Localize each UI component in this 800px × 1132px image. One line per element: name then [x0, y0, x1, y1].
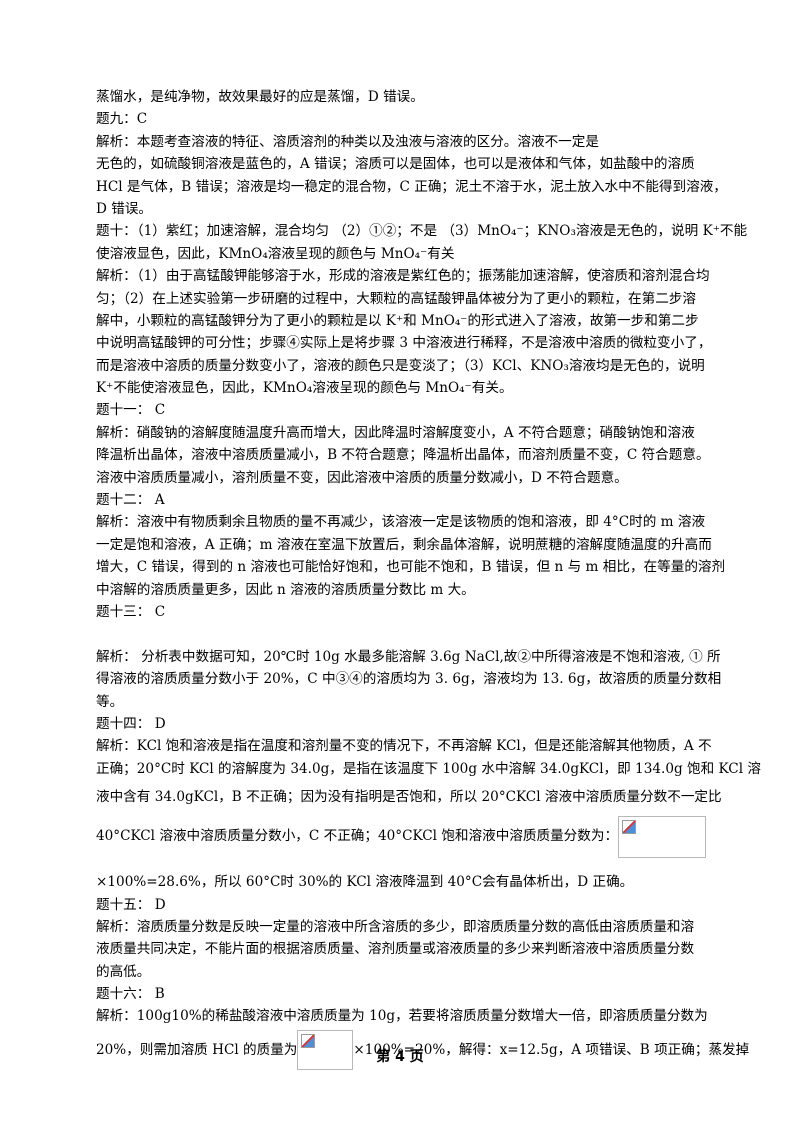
text-line: 而是溶液中溶质的质量分数变小了，溶液的颜色只是变淡了；（3）KCl、KNO₃溶液… — [96, 357, 705, 374]
text-line: D 错误。 — [96, 200, 153, 217]
answer-heading: 题十一： C — [96, 402, 166, 419]
text-line: 使溶液显色，因此，KMnO₄溶液呈现的颜色与 MnO₄⁻有关 — [96, 245, 455, 262]
text-line: 解析：硝酸钠的溶解度随温度升高而增大，因此降温时溶解度变小，A 不符合题意；硝酸… — [96, 424, 695, 441]
text-line: 解析：KCl 饱和溶液是指在温度和溶剂量不变的情况下，不再溶解 KCl，但是还能… — [96, 738, 712, 755]
text-line: 解析：溶液中有物质剩余且物质的量不再减少，该溶液一定是该物质的饱和溶液，即 4°… — [96, 514, 706, 531]
formula-image — [618, 815, 707, 858]
text-line: 解析：100g10%的稀盐酸溶液中溶质质量为 10g，若要将溶质质量分数增大一倍… — [96, 1008, 708, 1025]
text-line: 液中含有 34.0gKCl，B 不正确；因为没有指明是否饱和，所以 20°CKC… — [96, 789, 722, 806]
text-line: 增大，C 错误，得到的 n 溶液也可能恰好饱和，也可能不饱和，B 错误，但 n … — [96, 559, 726, 576]
answer-heading: 题十：（1）紫红；加速溶解，混合均匀 （2）①②；不是 （3）MnO₄⁻；KNO… — [96, 223, 748, 240]
text-line: 解析：溶质质量分数是反映一定量的溶液中所含溶质的多少，即溶质质量分数的高低由溶质… — [96, 918, 695, 935]
answer-heading: 题十六： B — [96, 986, 165, 1003]
page-number: 第 4 页 — [376, 1049, 424, 1065]
answer-heading: 题十四： D — [96, 715, 166, 732]
text-fragment: 40°CKCl 溶液中溶质质量分数小，C 不正确；40°CKCl 饱和溶液中溶质… — [96, 828, 619, 845]
text-line: 得溶液的溶质质量分数小于 20%，C 中③④的溶质均为 3. 6g，溶液均为 1… — [96, 671, 722, 688]
text-line: ×100%=28.6%，所以 60°C时 30%的 KCl 溶液降温到 40°C… — [96, 874, 634, 891]
text-line: HCl 是气体，B 错误；溶液是均一稳定的混合物，C 正确；泥土不溶于水，泥土放… — [96, 178, 727, 195]
text-line: 降温析出晶体，溶液中溶质质量减小，B 不符合题意；降温析出晶体，而溶剂质量不变，… — [96, 447, 710, 464]
text-line: 无色的，如硫酸铜溶液是蓝色的，A 错误；溶质可以是固体，也可以是液体和气体，如盐… — [96, 156, 695, 173]
text-line: K⁺不能使溶液显色，因此，KMnO₄溶液呈现的颜色与 MnO₄⁻有关。 — [96, 380, 513, 397]
document-body: 蒸馏水，是纯净物，故效果最好的应是蒸馏，D 错误。 题九：C 解析：本题考查溶液… — [96, 86, 761, 1073]
text-line: 液质量共同决定，不能片面的根据溶质质量、溶剂质量或溶液质量的多少来判断溶液中溶质… — [96, 941, 695, 958]
text-line: 等。 — [96, 693, 124, 710]
text-fragment: 20%，则需加溶质 HCl 的质量为 — [96, 1041, 298, 1058]
broken-image-icon — [622, 819, 637, 834]
text-line: 解中，小颗粒的高锰酸钾分为了更小的颗粒是以 K⁺和 MnO₄⁻的形式进入了溶液，… — [96, 312, 699, 329]
answer-heading: 题十五： D — [96, 896, 166, 913]
answer-heading: 题十三： C — [96, 603, 166, 620]
text-line: 溶液中溶质质量减小，溶剂质量不变，因此溶液中溶质的质量分数减小，D 不符合题意。 — [96, 469, 628, 486]
broken-image-icon — [301, 1034, 316, 1049]
text-line: 解析：本题考查溶液的特征、溶质溶剂的种类以及浊液与溶液的区分。溶液不一定是 — [96, 133, 599, 150]
text-line: 正确；20°C时 KCl 的溶解度为 34.0g，是指在该温度下 100g 水中… — [96, 760, 761, 777]
text-line: 中溶解的溶质质量更多，因此 n 溶液的溶质质量分数比 m 大。 — [96, 581, 475, 598]
answer-heading: 题九：C — [96, 111, 148, 128]
formula-image — [297, 1030, 354, 1071]
text-line: 匀；（2）在上述实验第一步研磨的过程中，大颗粒的高锰酸钾晶体被分为了更小的颗粒，… — [96, 290, 696, 307]
text-line: 解析： 分析表中数据可知，20℃时 10g 水最多能溶解 3.6g NaCl,故… — [96, 648, 721, 665]
text-fragment: ×100%=20%，解得：x=12.5g，A 项错误、B 项正确；蒸发掉 — [353, 1041, 750, 1058]
blank-line — [96, 623, 708, 645]
blank-line — [96, 859, 708, 871]
text-line: 一定是饱和溶液，A 正确；m 溶液在室温下放置后，剩余晶体溶解，说明蔗糖的溶解度… — [96, 536, 712, 553]
text-line: 中说明高锰酸钾的可分性；步骤④实际上是将步骤 3 中溶液进行稀释，不是溶液中溶质… — [96, 335, 712, 352]
answer-heading: 题十二： A — [96, 492, 165, 509]
text-line-with-image: 40°CKCl 溶液中溶质质量分数小，C 不正确；40°CKCl 饱和溶液中溶质… — [96, 814, 708, 859]
text-line: 蒸馏水，是纯净物，故效果最好的应是蒸馏，D 错误。 — [96, 89, 424, 105]
text-line: 解析：（1）由于高锰酸钾能够溶于水，形成的溶液是紫红色的；振荡能加速溶解，使溶质… — [96, 268, 710, 285]
text-line-with-image: 20%，则需加溶质 HCl 的质量为 ×100%=20%，解得：x=12.5g，A… — [96, 1028, 749, 1073]
text-line: 的高低。 — [96, 963, 151, 980]
